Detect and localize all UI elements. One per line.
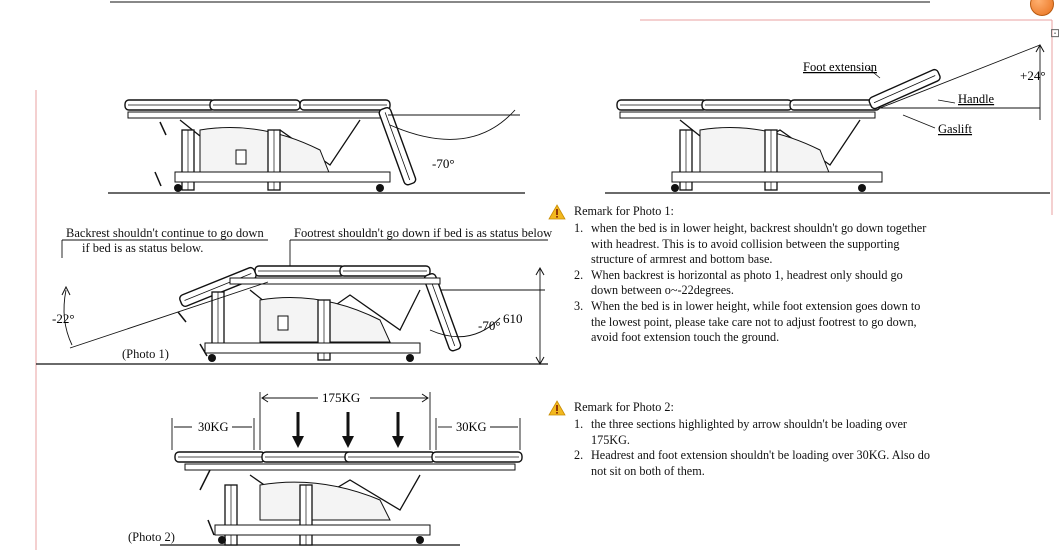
weight-label-right: 30KG bbox=[456, 420, 487, 434]
photo2-caption: (Photo 2) bbox=[128, 530, 175, 544]
angle-label-top-right: +24° bbox=[1020, 68, 1046, 83]
photo1-caption: (Photo 1) bbox=[122, 347, 169, 361]
remark1-item: 1.when the bed is in lower height, backr… bbox=[574, 221, 927, 267]
remark-photo2: Remark for Photo 2: 1.the three sections… bbox=[548, 400, 948, 479]
backrest-note: Backrest shouldn't continue to go down i… bbox=[66, 226, 264, 256]
remark-photo1: Remark for Photo 1: 1.when the bed is in… bbox=[548, 204, 928, 346]
remark2-item: 1.the three sections highlighted by arro… bbox=[574, 417, 907, 447]
remark1-item: 3.When the bed is in lower height, while… bbox=[574, 298, 921, 345]
load-arrow bbox=[392, 412, 404, 448]
angle-label-photo1-right: -70° bbox=[478, 318, 501, 333]
remark1-title: Remark for Photo 1: bbox=[574, 204, 674, 219]
backrest-note-line1: Backrest shouldn't continue to go down bbox=[66, 226, 264, 240]
warning-icon bbox=[548, 400, 566, 416]
warning-icon bbox=[548, 204, 566, 220]
weight-label-left: 30KG bbox=[198, 420, 229, 434]
gaslift-label: Gaslift bbox=[938, 122, 973, 136]
load-arrow bbox=[342, 412, 354, 448]
foot-extension-label: Foot extension bbox=[803, 60, 878, 74]
page-corner-icon[interactable]: ⊡ bbox=[1049, 26, 1060, 40]
bed-top-left: -70° bbox=[108, 99, 525, 194]
height-label: 610 bbox=[503, 311, 523, 326]
angle-label-top-left: -70° bbox=[432, 156, 455, 171]
remark2-item: 2.Headrest and foot extension shouldn't … bbox=[574, 448, 930, 478]
backrest-note-line2: if bed is as status below. bbox=[82, 241, 204, 255]
bed-photo2: 175KG 30KG 30KG bbox=[160, 390, 523, 546]
bed-photo1: -22° -70° 610 bbox=[36, 239, 548, 366]
bed-top-right: Foot extension +24° Handle Gaslift bbox=[605, 43, 1050, 194]
load-arrow bbox=[292, 412, 304, 448]
remark1-item: 2.When backrest is horizontal as photo 1… bbox=[574, 267, 903, 298]
remark2-title: Remark for Photo 2: bbox=[574, 400, 674, 415]
weight-label-center: 175KG bbox=[322, 390, 360, 405]
angle-label-photo1-left: -22° bbox=[52, 311, 75, 326]
footrest-note: Footrest shouldn't go down if bed is as … bbox=[294, 226, 553, 240]
handle-label: Handle bbox=[958, 92, 995, 106]
